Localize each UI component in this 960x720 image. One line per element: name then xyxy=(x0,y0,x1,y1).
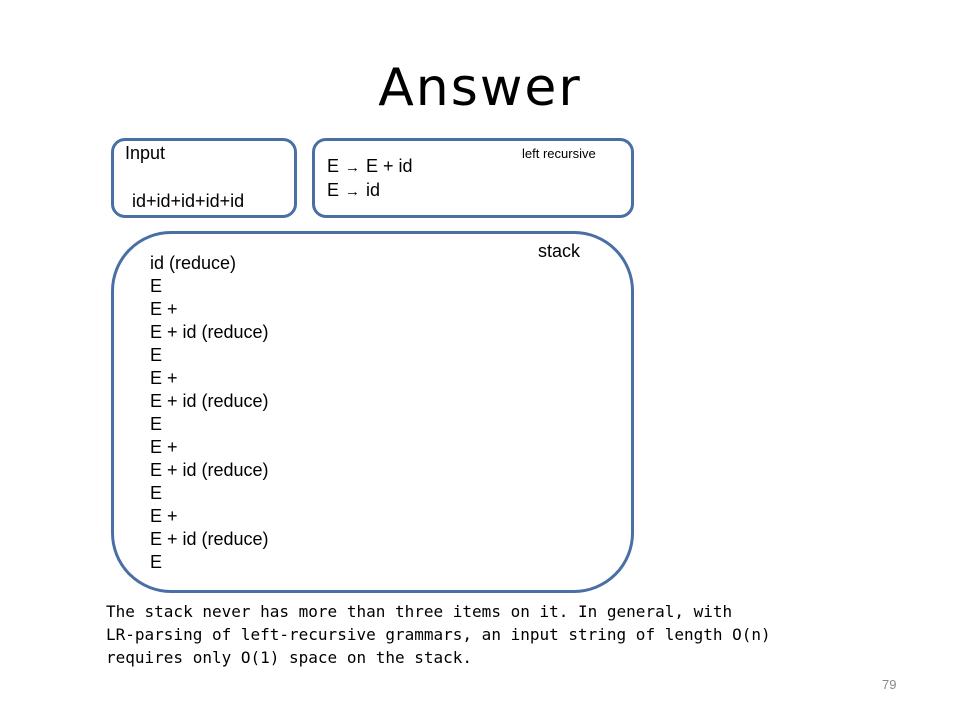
stack-box xyxy=(111,231,634,593)
grammar-rules: E → E + id E → id xyxy=(327,155,413,203)
input-box xyxy=(111,138,297,218)
stack-line: E + xyxy=(150,368,178,388)
rule-lhs: E xyxy=(327,180,340,200)
stack-line: E + xyxy=(150,506,178,526)
stack-line: id (reduce) xyxy=(150,253,237,273)
stack-line: E + id (reduce) xyxy=(150,322,269,342)
slide-title: Answer xyxy=(378,58,582,118)
input-label: Input xyxy=(125,143,166,163)
slide-number: 79 xyxy=(882,677,897,692)
rule-rhs: id xyxy=(366,180,381,200)
input-string: id+id+id+id+id xyxy=(132,191,245,211)
explanation-line: requires only O(1) space on the stack. xyxy=(106,648,473,667)
explanation-text: The stack never has more than three item… xyxy=(106,600,826,669)
stack-line: E + id (reduce) xyxy=(150,460,269,480)
rule-lhs: E xyxy=(327,156,340,176)
stack-label: stack xyxy=(538,241,581,261)
stack-line: E + xyxy=(150,299,178,319)
stack-line: E xyxy=(150,414,163,434)
grammar-rule: E → id xyxy=(327,179,413,203)
explanation-line: The stack never has more than three item… xyxy=(106,602,733,621)
right-arrow-icon: → xyxy=(345,159,361,176)
stack-line: E + id (reduce) xyxy=(150,529,269,549)
stack-line: E xyxy=(150,276,163,296)
grammar-box xyxy=(312,138,634,218)
stack-line: E + xyxy=(150,437,178,457)
grammar-rule: E → E + id xyxy=(327,155,413,179)
grammar-note: left recursive xyxy=(522,146,596,161)
stack-line: E xyxy=(150,552,163,572)
right-arrow-icon: → xyxy=(345,183,361,200)
stack-line: E + id (reduce) xyxy=(150,391,269,411)
rule-rhs: E + id xyxy=(366,156,413,176)
stack-line: E xyxy=(150,345,163,365)
explanation-line: LR-parsing of left-recursive grammars, a… xyxy=(106,625,771,644)
stack-trace: id (reduce) E E + E + id (reduce) E E + … xyxy=(150,252,269,574)
stack-line: E xyxy=(150,483,163,503)
